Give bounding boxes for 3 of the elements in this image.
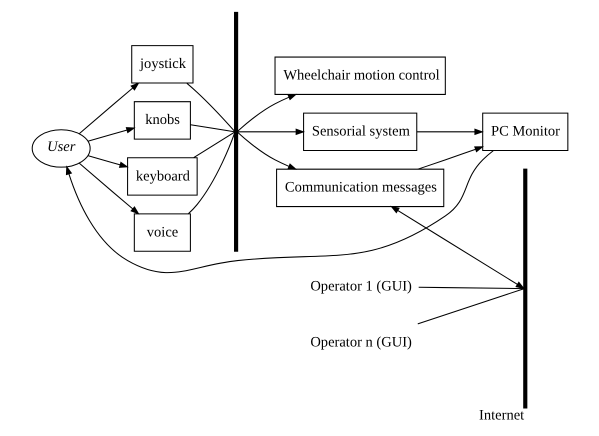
node-text: Operator 1 (GUI) xyxy=(310,278,412,294)
node-label: Internet xyxy=(478,408,524,424)
node-text: Operator n (GUI) xyxy=(310,334,412,350)
